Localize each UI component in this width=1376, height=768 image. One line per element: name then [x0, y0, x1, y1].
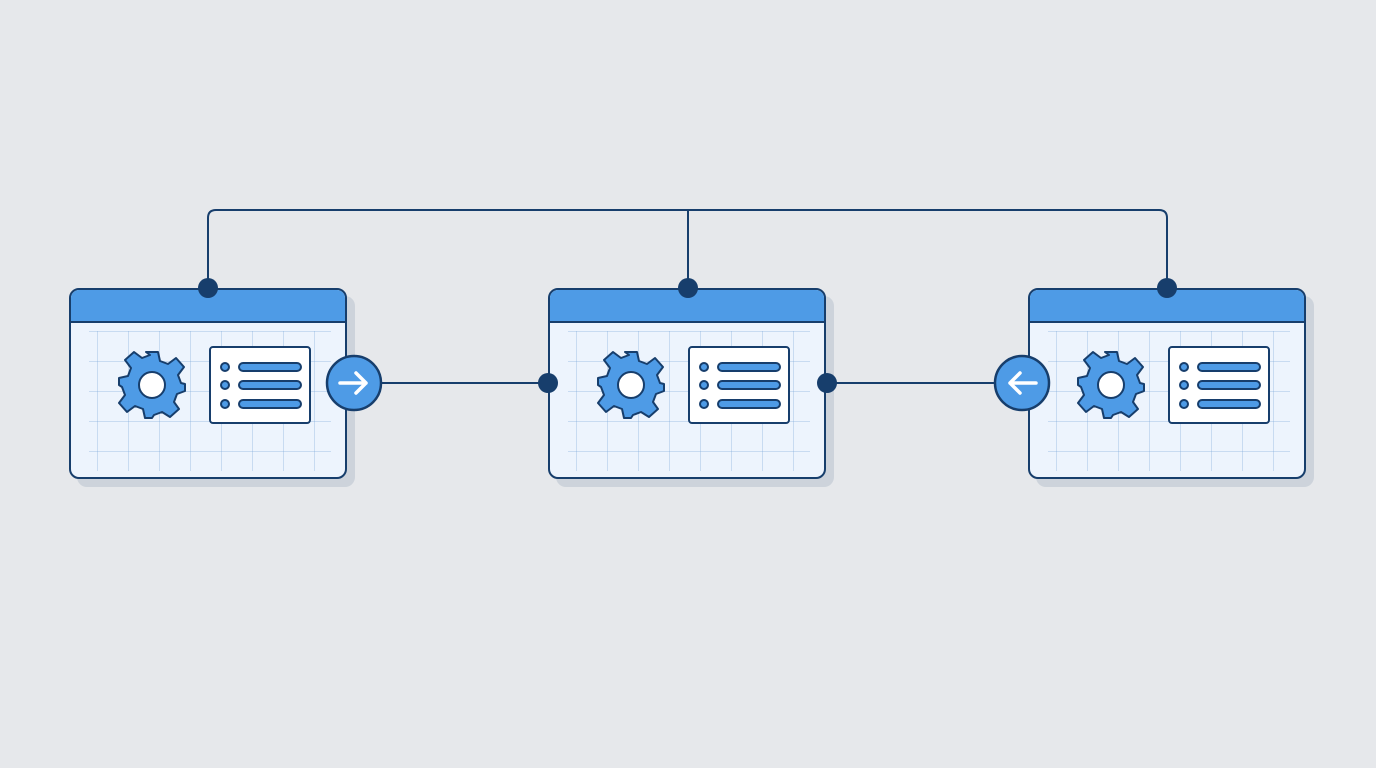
gear-icon[interactable] — [116, 349, 188, 421]
list-panel[interactable] — [688, 346, 790, 424]
bullet-icon — [1179, 380, 1189, 390]
list-bar — [717, 380, 781, 390]
list-bar — [1197, 399, 1261, 409]
connector-dot — [1157, 278, 1177, 298]
gear-icon[interactable] — [595, 349, 667, 421]
window-node-3[interactable] — [1028, 288, 1306, 479]
bullet-icon — [699, 399, 709, 409]
gear-icon[interactable] — [1075, 349, 1147, 421]
connector-dot — [678, 278, 698, 298]
list-row — [699, 380, 781, 390]
list-bar — [1197, 380, 1261, 390]
bullet-icon — [220, 362, 230, 372]
bullet-icon — [220, 380, 230, 390]
arrow-right-icon[interactable] — [325, 354, 385, 414]
connector-dot — [538, 373, 558, 393]
list-panel[interactable] — [209, 346, 311, 424]
bullet-icon — [699, 362, 709, 372]
connector-dot — [817, 373, 837, 393]
list-row — [1179, 380, 1261, 390]
list-row — [220, 399, 302, 409]
list-panel[interactable] — [1168, 346, 1270, 424]
window-node-1[interactable] — [69, 288, 347, 479]
list-row — [699, 362, 781, 372]
list-bar — [238, 380, 302, 390]
list-row — [699, 399, 781, 409]
list-bar — [238, 362, 302, 372]
bullet-icon — [699, 380, 709, 390]
list-row — [1179, 362, 1261, 372]
list-row — [220, 380, 302, 390]
list-bar — [717, 399, 781, 409]
list-bar — [1197, 362, 1261, 372]
bullet-icon — [1179, 399, 1189, 409]
list-bar — [717, 362, 781, 372]
list-bar — [238, 399, 302, 409]
bullet-icon — [220, 399, 230, 409]
bullet-icon — [1179, 362, 1189, 372]
list-row — [1179, 399, 1261, 409]
list-row — [220, 362, 302, 372]
arrow-left-icon[interactable] — [993, 354, 1053, 414]
connector-dot — [198, 278, 218, 298]
